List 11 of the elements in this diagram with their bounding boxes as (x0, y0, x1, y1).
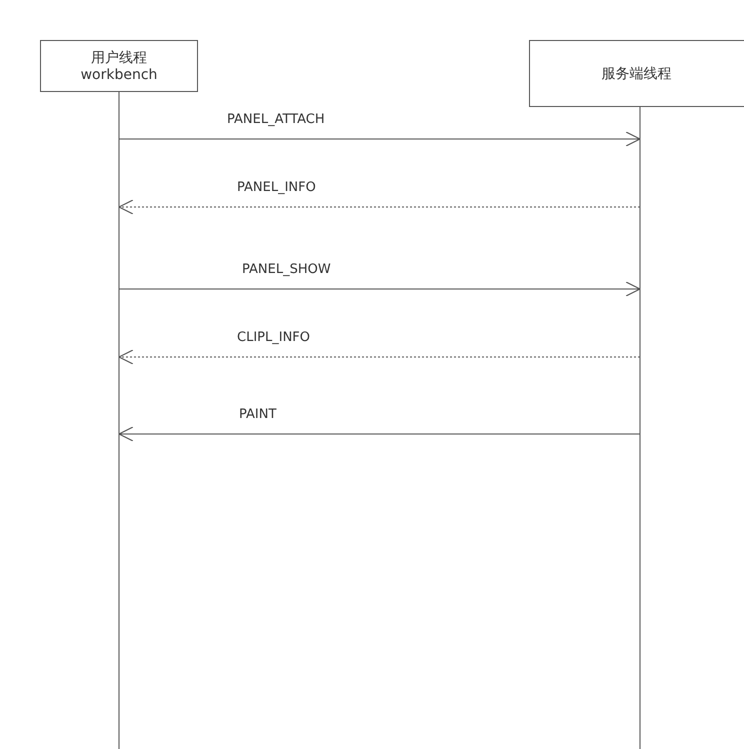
edge-label: PANEL_SHOW (240, 262, 333, 277)
arrow (118, 131, 641, 147)
participant-name: workbench (80, 67, 158, 83)
arrow (118, 281, 641, 297)
arrow (118, 426, 640, 442)
dashed-arrow (118, 199, 640, 215)
edge-label: CLIPL_INFO (235, 330, 312, 345)
dashed-arrow (118, 349, 640, 365)
participant-name: 用户线程 (91, 49, 147, 67)
edge-label: PANEL_INFO (235, 180, 318, 195)
participant-name: 服务端线程 (602, 64, 672, 82)
